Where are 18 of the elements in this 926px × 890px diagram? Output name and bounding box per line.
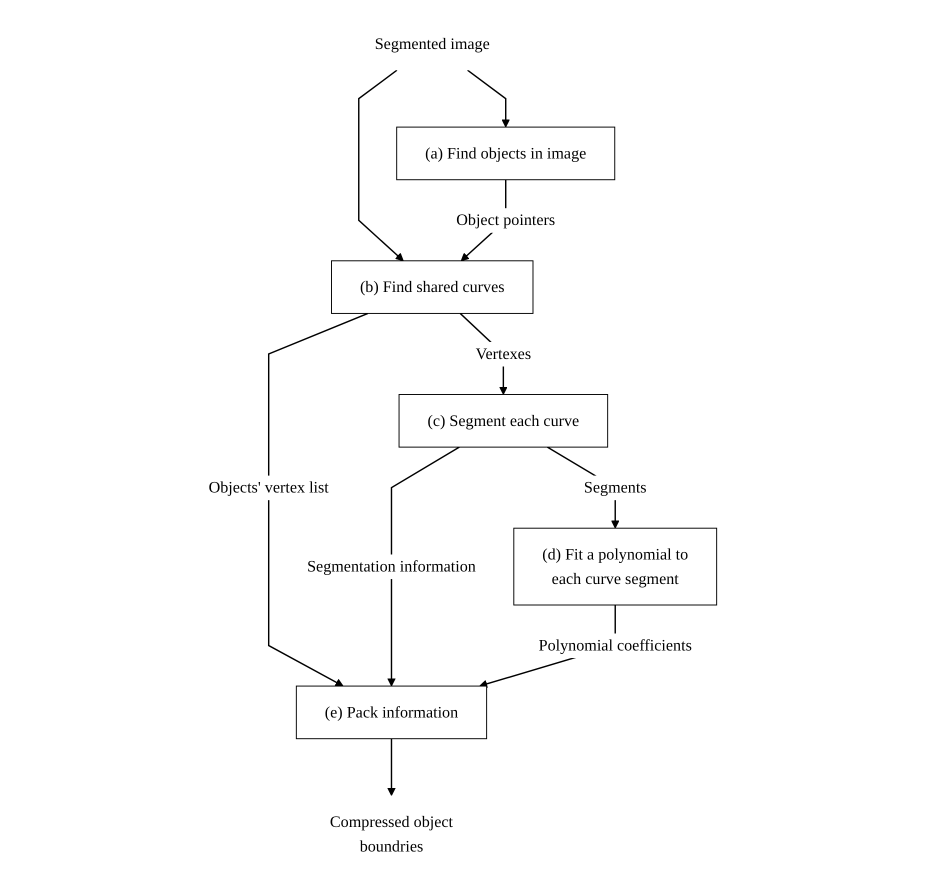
edge-label: Objects' vertex list — [208, 478, 330, 496]
edge-label: Object pointers — [456, 211, 556, 230]
node-box: (e) Pack information — [296, 686, 488, 740]
edge-label: Polynomial coefficients — [538, 636, 692, 654]
edge-label: Segmentation information — [307, 557, 476, 576]
arrow — [388, 738, 396, 796]
node-text: Compressed object boundries — [330, 812, 454, 855]
edge-label: Vertexes — [476, 344, 532, 363]
arrow — [388, 446, 460, 686]
node-box: (b) Find shared curves — [331, 260, 534, 314]
node-box: (c) Segment each curve — [398, 394, 608, 448]
node-box: (a) Find objects in image — [396, 126, 616, 180]
arrow — [358, 70, 404, 262]
edge-label: Segments — [584, 478, 647, 496]
arrow — [468, 70, 510, 128]
arrow — [268, 312, 368, 686]
node-text: Segmented image — [375, 34, 490, 53]
node-box: (d) Fit a polynomial to each curve segment — [514, 528, 718, 606]
